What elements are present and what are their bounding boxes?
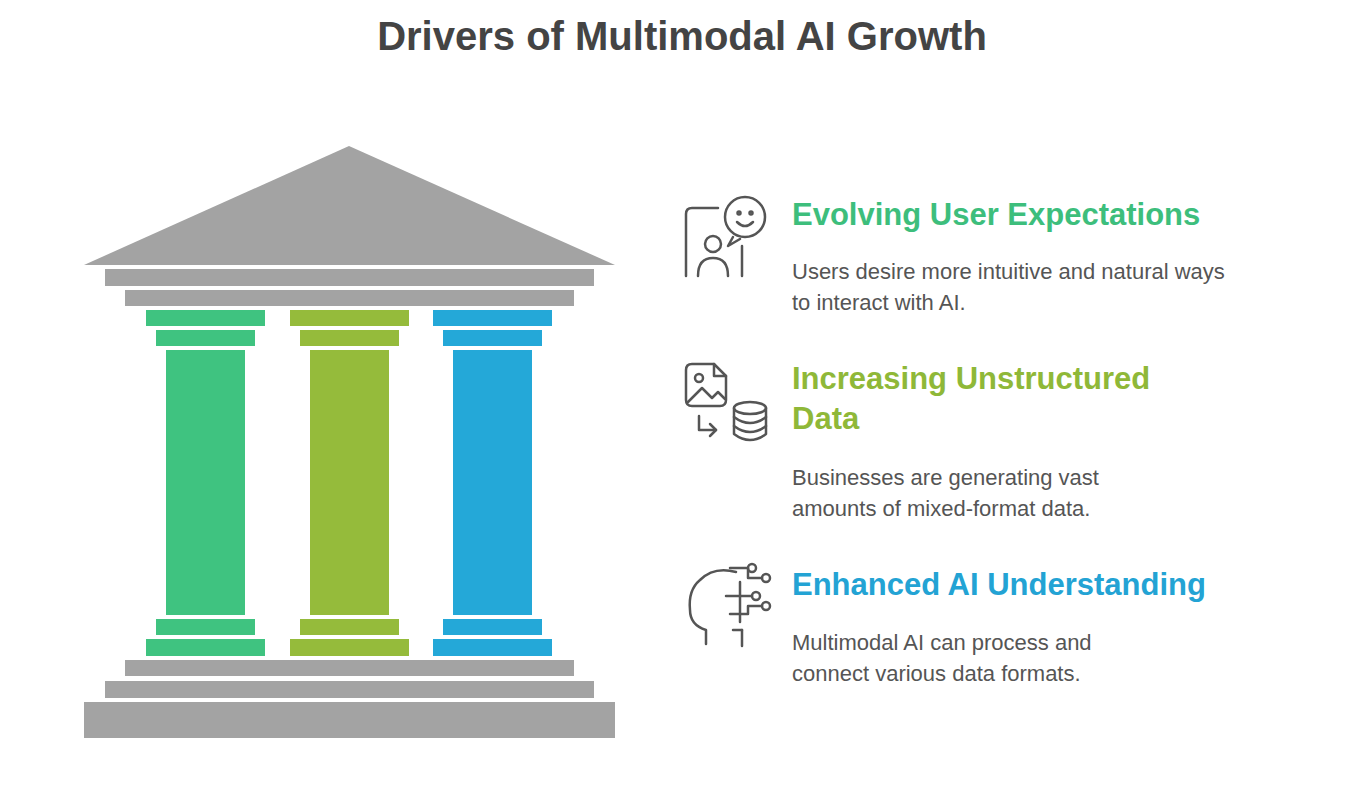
diagram-title: Drivers of Multimodal AI Growth <box>0 12 1364 60</box>
driver-description: Multimodal AI can process and connect va… <box>792 627 1164 689</box>
driver-description: Businesses are generating vast amounts o… <box>792 462 1164 524</box>
driver-description: Users desire more intuitive and natural … <box>792 256 1242 318</box>
driver-heading: Enhanced AI Understanding <box>792 565 1312 605</box>
driver-heading: Increasing Unstructured Data <box>792 359 1192 439</box>
driver-heading: Evolving User Expectations <box>792 195 1312 235</box>
